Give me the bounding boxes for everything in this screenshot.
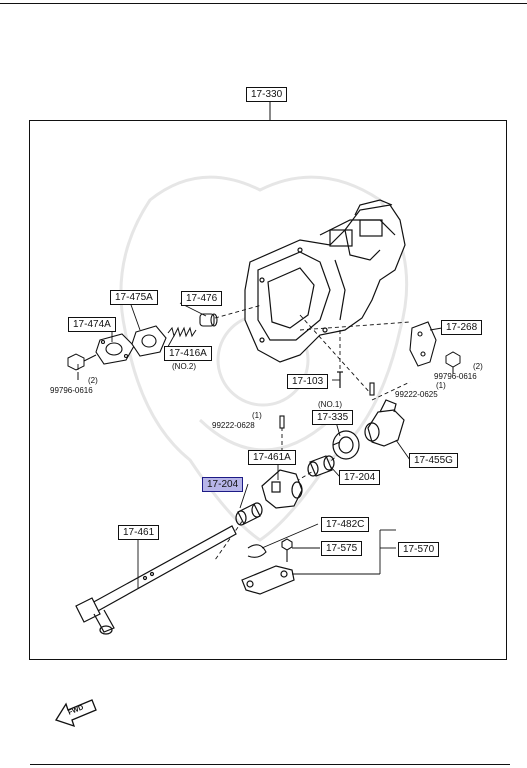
part-label-17-335: 17-335 bbox=[312, 410, 354, 425]
bracket-17-268 bbox=[409, 321, 437, 367]
seal-17-335 bbox=[332, 430, 360, 460]
bushing-17-204-left bbox=[235, 502, 263, 526]
part-label-17-461: 17-461 bbox=[118, 525, 160, 540]
note-bolt-left-number: 99796-0616 bbox=[50, 386, 93, 395]
part-label-17-575: 17-575 bbox=[321, 541, 363, 556]
spring-17-416a bbox=[167, 326, 197, 338]
bushing-17-204-right bbox=[307, 455, 335, 477]
note-pin-right-number: 99222-0625 bbox=[395, 390, 438, 399]
lever-17-461a bbox=[261, 469, 303, 509]
page-top-rule bbox=[0, 3, 527, 4]
note-bolt-right-number: 99796-0616 bbox=[434, 372, 477, 381]
note-qty-right-pin: (1) bbox=[436, 381, 446, 390]
arm-17-570 bbox=[241, 565, 295, 595]
part-label-17-570: 17-570 bbox=[398, 542, 440, 557]
part-label-17-482c: 17-482C bbox=[321, 517, 370, 532]
transmission-case bbox=[244, 199, 406, 363]
part-label-17-103: 17-103 bbox=[287, 374, 329, 389]
plug-17-476 bbox=[199, 313, 218, 327]
lever-17-455g bbox=[364, 399, 405, 447]
note-qty-right-bolt: (2) bbox=[473, 362, 483, 371]
part-label-17-474a: 17-474A bbox=[68, 317, 116, 332]
screw-17-575 bbox=[281, 538, 293, 562]
clip-17-482c bbox=[247, 544, 267, 558]
pin-99222-0625 bbox=[369, 382, 375, 396]
diagram-frame bbox=[29, 120, 507, 660]
fwd-arrow-shape bbox=[55, 699, 97, 728]
note-no1: (NO.1) bbox=[318, 400, 342, 409]
part-label-17-204-right: 17-204 bbox=[339, 470, 381, 485]
part-label-17-476: 17-476 bbox=[181, 291, 223, 306]
part-label-17-475a: 17-475A bbox=[110, 290, 158, 305]
part-label-17-455g: 17-455G bbox=[409, 453, 458, 468]
part-label-17-461a: 17-461A bbox=[248, 450, 296, 465]
note-pin-left-number: 99222-0628 bbox=[212, 421, 255, 430]
page-bottom-rule bbox=[30, 764, 510, 765]
part-label-17-330: 17-330 bbox=[246, 87, 288, 102]
part-label-17-416a: 17-416A bbox=[164, 346, 212, 361]
note-qty-left-bolt: (2) bbox=[88, 376, 98, 385]
pin-99222-0628 bbox=[279, 415, 285, 429]
note-no2: (NO.2) bbox=[172, 362, 196, 371]
bolt-right-99796 bbox=[445, 351, 461, 374]
part-label-17-204-left-highlighted: 17-204 bbox=[202, 477, 244, 492]
bolt-left-99796 bbox=[67, 353, 97, 380]
cover-plate-17-474a bbox=[95, 333, 135, 365]
note-qty-left-pin: (1) bbox=[252, 411, 262, 420]
part-label-17-268: 17-268 bbox=[441, 320, 483, 335]
shift-rod-17-461 bbox=[75, 525, 237, 635]
cover-plate-17-475a bbox=[131, 325, 167, 357]
